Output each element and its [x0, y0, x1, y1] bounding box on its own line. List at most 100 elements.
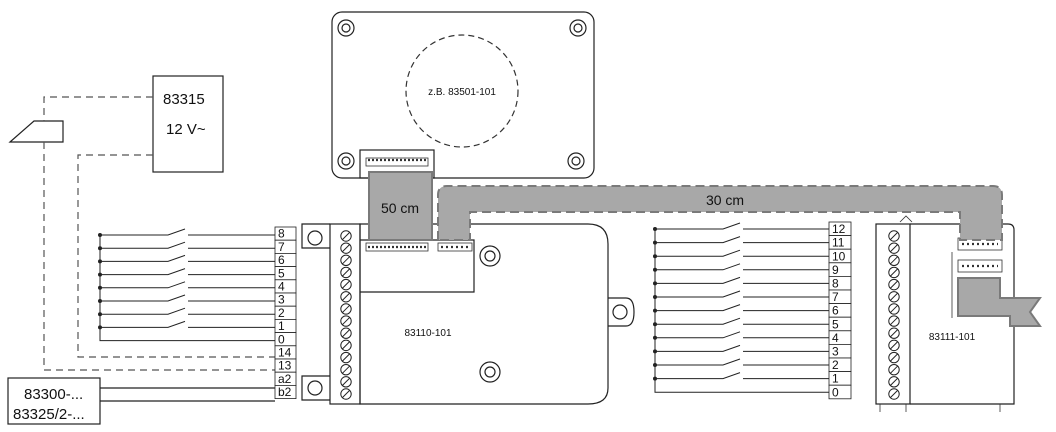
cable-50cm: 50 cm: [368, 171, 433, 241]
terminal-label: 1: [832, 372, 839, 386]
button-contact: [653, 331, 829, 340]
screw-terminal: [340, 266, 352, 279]
terminal-label: 12: [832, 222, 846, 236]
screw-terminal: [340, 376, 352, 388]
device-line2: 83325/2-...: [13, 406, 85, 423]
terminal: 3: [274, 292, 297, 307]
terminal-label: 6: [278, 253, 285, 267]
screw-terminal: [888, 339, 900, 352]
terminal-label: 5: [278, 266, 285, 280]
terminal-label: 10: [832, 249, 846, 263]
device-line1: 83300-...: [24, 386, 83, 403]
screw-terminal: [888, 242, 900, 254]
button-contact: [653, 236, 829, 245]
speaker-circle: [405, 34, 519, 148]
button-contact: [98, 254, 275, 264]
terminal-label: 6: [832, 304, 839, 318]
extension-button-contacts: [653, 222, 829, 393]
terminal-label: 0: [832, 385, 839, 399]
terminal: 5: [274, 266, 297, 280]
screw-terminal: [888, 388, 900, 400]
screw-terminal: [340, 303, 352, 315]
button-contact: [653, 344, 829, 354]
button-contact: [653, 304, 829, 313]
terminal-label: a2: [278, 372, 292, 386]
extension-module: 83111-101: [875, 215, 1015, 412]
screw-terminal: [340, 254, 352, 267]
terminal: b2: [274, 384, 297, 399]
terminal: 2: [828, 357, 852, 372]
terminal-label: 8: [278, 227, 285, 241]
screw-terminal: [888, 230, 900, 242]
terminal: 9: [828, 262, 852, 277]
terminal: 3: [828, 343, 852, 359]
screw-terminal: [888, 278, 900, 291]
terminal-label: 7: [278, 240, 285, 254]
button-contact: [98, 268, 275, 277]
screw-terminal: [888, 254, 900, 267]
terminal-label: 8: [832, 277, 839, 291]
extension-screw-terminals: [888, 230, 900, 400]
device-box: 83300-... 83325/2-...: [7, 377, 275, 425]
terminal: 0: [828, 384, 852, 399]
screw-terminal: [888, 291, 900, 303]
speaker-module: z.B. 83501-101: [331, 11, 595, 179]
screw-terminal: [888, 363, 900, 376]
supply-wiring: [43, 96, 275, 371]
screw-terminal: [340, 242, 352, 254]
terminal: 1: [828, 371, 852, 386]
terminal-label: 1: [278, 319, 285, 333]
speaker-module-label: z.B. 83501-101: [428, 87, 496, 98]
terminal-label: b2: [278, 385, 292, 399]
terminal: 6: [828, 303, 852, 318]
terminal: 13: [274, 358, 297, 373]
terminal-label: 14: [278, 346, 292, 360]
transformer-model: 83315: [163, 91, 205, 108]
button-contact: [653, 249, 829, 259]
screw-terminal: [888, 303, 900, 315]
cable-30cm: 30 cm: [437, 185, 1042, 327]
terminal-label: 5: [832, 317, 839, 331]
cable-50cm-label: 50 cm: [381, 200, 419, 216]
transformer: 83315 12 V~: [152, 75, 224, 173]
button-contact: [98, 228, 275, 237]
button-contact: [653, 276, 829, 286]
screw-terminal: [340, 315, 352, 327]
terminal-label: 3: [278, 293, 285, 307]
terminal: 0: [274, 332, 297, 346]
screw-terminal: [340, 363, 352, 376]
screw-terminal: [888, 376, 900, 388]
terminal-label: 4: [832, 331, 839, 345]
button-contact: [653, 290, 829, 299]
screw-terminal: [340, 230, 352, 242]
terminal-label: 4: [278, 280, 285, 294]
main-module-label: 83110-101: [404, 328, 452, 339]
screw-terminal: [888, 315, 900, 327]
button-contact: [98, 320, 275, 330]
screw-terminal: [888, 351, 900, 364]
terminal: 6: [274, 252, 297, 267]
button-contact: [653, 317, 829, 327]
terminal: 1: [274, 318, 297, 333]
screw-terminal: [340, 291, 352, 303]
terminal: 4: [274, 279, 297, 294]
button-contact: [98, 307, 275, 317]
screw-terminal: [888, 266, 900, 279]
terminal: 8: [828, 275, 852, 291]
terminal-label: 7: [832, 290, 839, 304]
button-contact: [653, 358, 829, 367]
terminal-label: 11: [832, 236, 845, 250]
button-contact: [653, 222, 829, 231]
terminal: 2: [274, 305, 297, 320]
terminal: 10: [828, 248, 852, 263]
screw-terminal: [340, 351, 352, 364]
screw-terminal: [340, 278, 352, 291]
button-contact: [653, 372, 829, 381]
terminal: a2: [274, 371, 297, 386]
terminal: 5: [828, 316, 852, 331]
screw-terminal: [340, 327, 352, 339]
terminal: 8: [274, 226, 297, 241]
screw-terminal: [340, 339, 352, 352]
